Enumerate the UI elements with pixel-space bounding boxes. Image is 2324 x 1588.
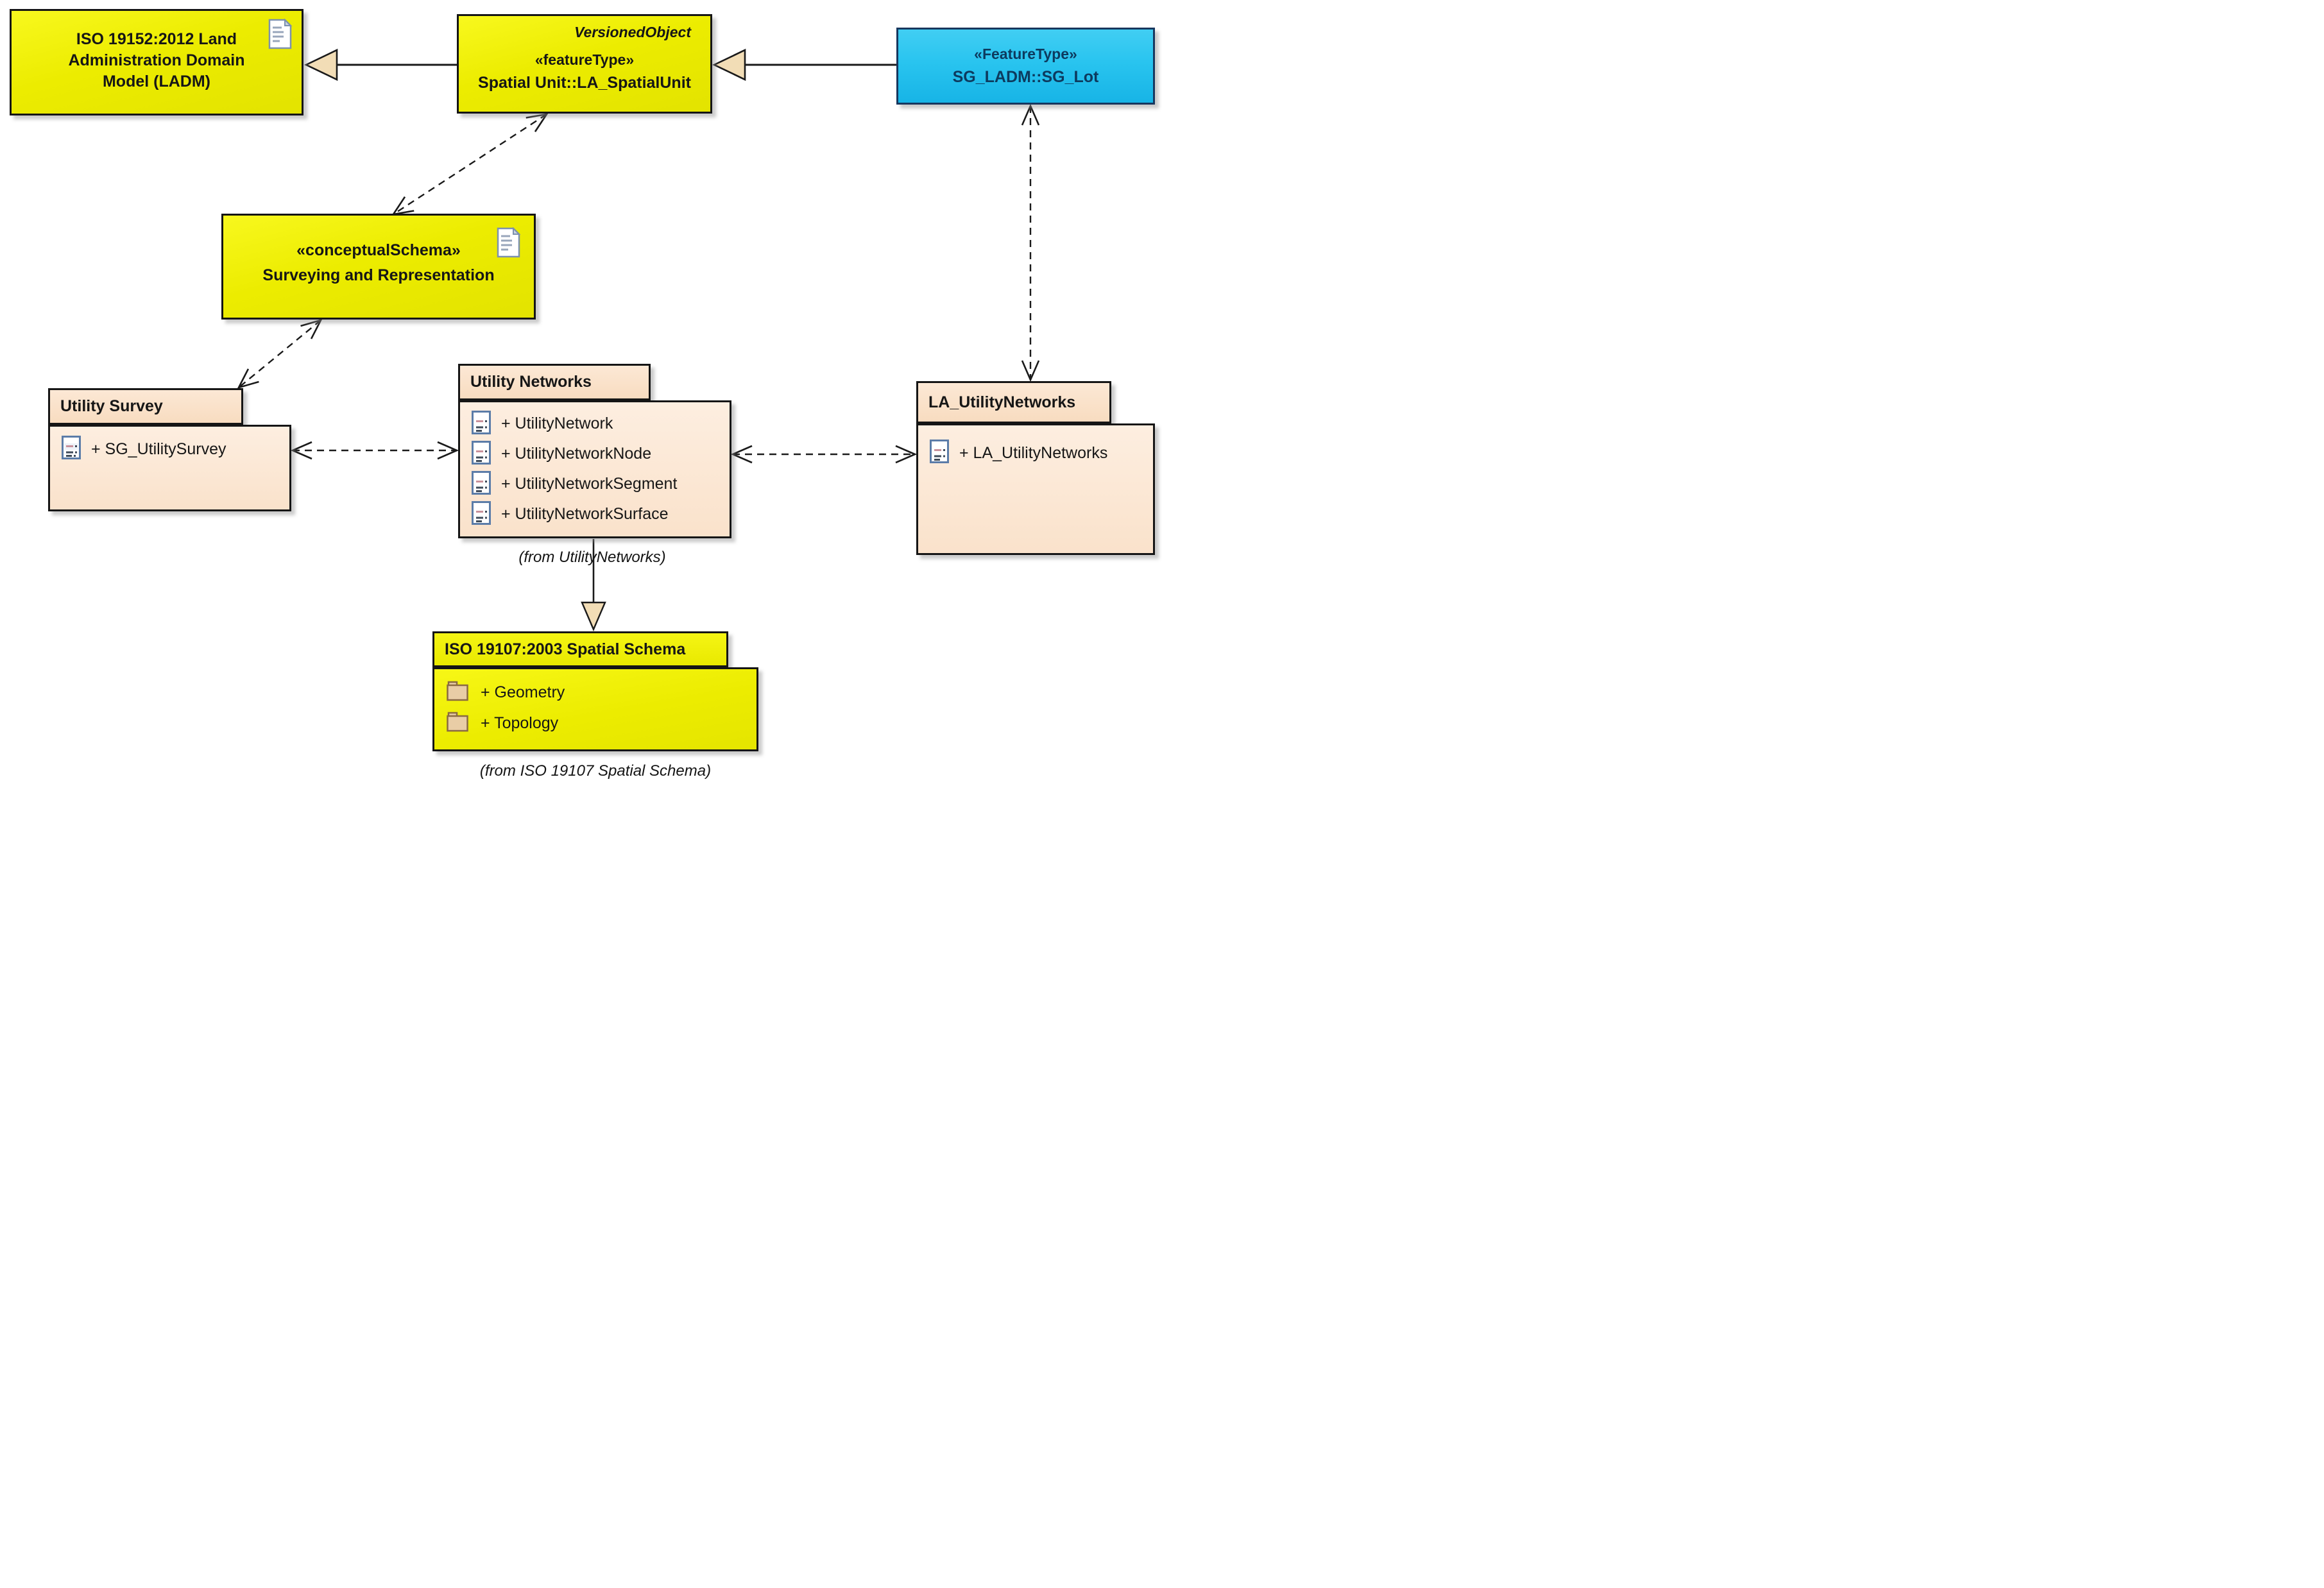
realization-arrow-utilitynetworks-iso19107 [581, 539, 606, 632]
dependency-arrow-spatialunit-conceptualschema [391, 113, 549, 216]
stereotype-label: «featureType» [534, 51, 635, 68]
dependency-arrow-sglot-lautilitynetworks [1021, 103, 1040, 382]
package-title: LA_UtilityNetworks [928, 393, 1076, 411]
package-title: Utility Survey [60, 397, 163, 415]
item-label: + Topology [481, 713, 559, 732]
document-icon [267, 18, 293, 49]
list-item: + LA_UtilityNetworks [918, 437, 1153, 469]
uml-diagram-canvas: ISO 19152:2012 Land Administration Domai… [0, 0, 1162, 794]
class-icon [930, 440, 949, 466]
class-icon [472, 410, 491, 438]
node-conceptual-schema[interactable]: «conceptualSchema» Surveying and Represe… [221, 214, 536, 320]
package-utility-networks-tab[interactable]: Utility Networks [458, 364, 651, 400]
list-item: + SG_UtilitySurvey [50, 436, 289, 463]
node-sg-lot[interactable]: «FeatureType» SG_LADM::SG_Lot [896, 28, 1155, 105]
class-icon [62, 436, 81, 463]
node-iso19152-ladm[interactable]: ISO 19152:2012 Land Administration Domai… [10, 9, 303, 115]
item-label: + LA_UtilityNetworks [959, 443, 1108, 462]
item-label: + SG_UtilitySurvey [91, 440, 226, 458]
item-label: + UtilityNetworkNode [501, 445, 652, 463]
dependency-arrow-conceptualschema-utilitysurvey [237, 318, 323, 389]
element-name: Spatial Unit::LA_SpatialUnit [478, 74, 691, 92]
package-utility-survey-tab[interactable]: Utility Survey [48, 388, 243, 425]
package-title: Utility Networks [470, 373, 592, 391]
item-label: + Geometry [481, 683, 565, 701]
classifier-label: VersionedObject [574, 24, 691, 40]
connector-layer [237, 48, 1040, 632]
list-item: + Geometry [434, 677, 756, 708]
item-label: + UtilityNetworkSegment [501, 475, 678, 493]
element-name: SG_LADM::SG_Lot [952, 68, 1099, 86]
dependency-arrow-utilitynetworks-lautilitynetworks [730, 445, 918, 464]
class-icon [472, 500, 491, 528]
list-item: + UtilityNetworkSurface [460, 499, 730, 529]
list-item: + Topology [434, 708, 756, 739]
node-la-spatialunit[interactable]: VersionedObject «featureType» Spatial Un… [457, 14, 712, 114]
list-item: + UtilityNetworkSegment [460, 469, 730, 499]
dependency-arrow-utilitysurvey-utilitynetworks [290, 441, 459, 460]
package-caption: (from ISO 19107 Spatial Schema) [479, 762, 712, 780]
package-utility-survey-body[interactable]: + SG_UtilitySurvey [48, 425, 291, 511]
item-label: + UtilityNetworkSurface [501, 505, 669, 523]
stereotype-label: «FeatureType» [974, 46, 1077, 62]
package-iso19107-tab[interactable]: ISO 19107:2003 Spatial Schema [432, 631, 728, 667]
package-caption: (from UtilityNetworks) [518, 549, 666, 566]
element-name: Surveying and Representation [262, 266, 495, 284]
folder-icon [446, 680, 470, 705]
class-icon [472, 440, 491, 468]
node-title: ISO 19152:2012 Land Administration Domai… [68, 30, 245, 90]
package-la-utilitynetworks-body[interactable]: + LA_UtilityNetworks [916, 423, 1155, 555]
package-title: ISO 19107:2003 Spatial Schema [445, 640, 686, 658]
package-utility-networks-body[interactable]: + UtilityNetwork + UtilityNetworkNode + … [458, 400, 731, 538]
list-item: + UtilityNetwork [460, 409, 730, 439]
generalization-arrow-sglot [712, 48, 896, 81]
package-iso19107-body[interactable]: + Geometry + Topology [432, 667, 758, 751]
document-icon [495, 226, 521, 258]
generalization-arrow-ladm [303, 48, 457, 81]
item-label: + UtilityNetwork [501, 414, 613, 432]
list-item: + UtilityNetworkNode [460, 439, 730, 469]
class-icon [472, 470, 491, 498]
folder-icon [446, 711, 470, 736]
stereotype-label: «conceptualSchema» [296, 241, 461, 259]
package-la-utilitynetworks-tab[interactable]: LA_UtilityNetworks [916, 381, 1111, 423]
